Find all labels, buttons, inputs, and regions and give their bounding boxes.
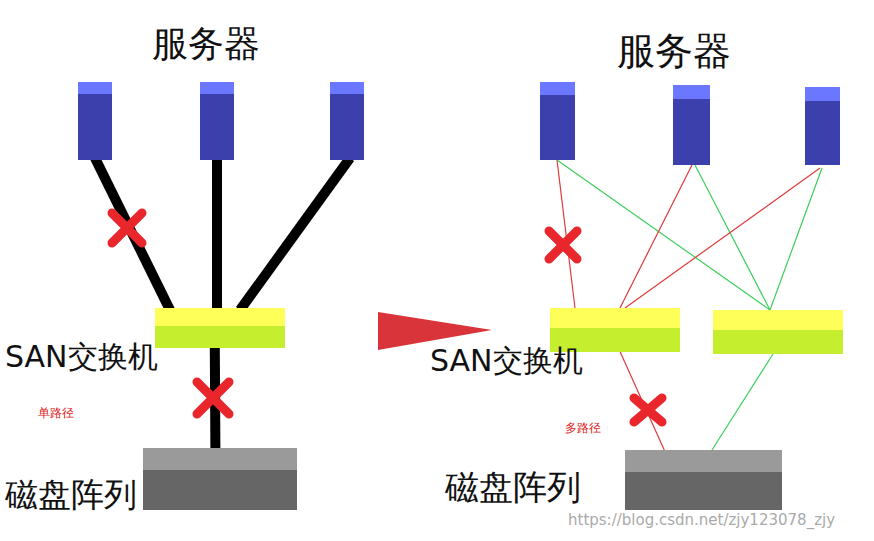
path-note: 多路径 xyxy=(565,422,601,434)
failure-x xyxy=(549,231,577,259)
watermark: https://blog.csdn.net/zjy123078_zjy xyxy=(568,513,835,528)
wire xyxy=(620,165,692,308)
wire xyxy=(240,158,350,310)
wire xyxy=(95,158,170,310)
node-label: SAN交换机 xyxy=(430,346,560,376)
server-heading: 服务器 xyxy=(152,26,260,62)
path-note: 单路径 xyxy=(38,407,74,419)
server-icon xyxy=(78,82,112,160)
san-switch: SAN交换机 xyxy=(550,308,680,352)
node-label: 磁盘阵列 xyxy=(5,478,159,511)
san-switch xyxy=(713,310,843,354)
wire xyxy=(212,158,222,310)
server-icon xyxy=(540,82,575,160)
connector xyxy=(620,352,664,450)
disk-array: 磁盘阵列 xyxy=(625,450,782,510)
wire-group xyxy=(557,160,822,450)
server-icon xyxy=(673,85,710,165)
wire xyxy=(625,168,820,308)
wire xyxy=(695,165,770,310)
server-icon xyxy=(200,82,234,160)
failure-x xyxy=(197,382,229,414)
transition-arrow xyxy=(378,312,492,350)
wire xyxy=(770,168,822,310)
node-label: SAN交换机 xyxy=(5,342,135,372)
wire xyxy=(557,160,770,310)
wire xyxy=(712,354,773,450)
disk-array: 磁盘阵列 xyxy=(143,448,297,510)
server-icon xyxy=(805,87,840,165)
server-heading: 服务器 xyxy=(617,32,731,70)
failure-x xyxy=(634,398,662,422)
server-icon xyxy=(330,82,364,160)
node-label: 磁盘阵列 xyxy=(445,470,602,504)
failure-x xyxy=(112,213,142,243)
san-switch: SAN交换机 xyxy=(155,308,285,348)
wire-group xyxy=(95,158,350,310)
